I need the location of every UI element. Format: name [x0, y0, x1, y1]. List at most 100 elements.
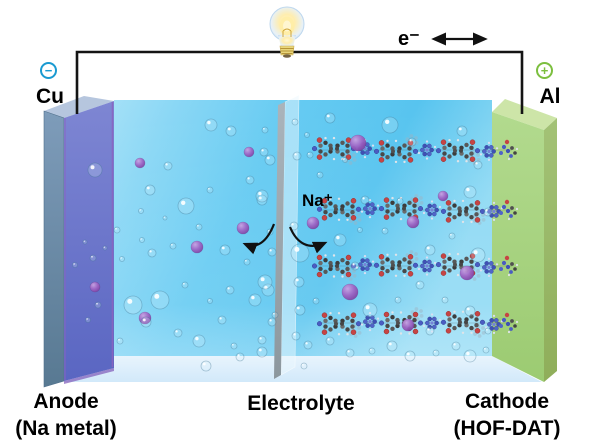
sodium-ion: [89, 281, 101, 293]
sodium-ion: [437, 190, 449, 202]
triazine-linker: [360, 311, 380, 332]
bubble: [119, 256, 125, 262]
bubble: [257, 335, 267, 345]
bubble: [482, 346, 490, 354]
bubble: [181, 281, 189, 289]
light-bulb-icon: [269, 6, 305, 58]
anode-material: (Na metal): [15, 417, 117, 440]
bubble: [381, 116, 399, 134]
bubble: [396, 197, 404, 205]
bubble: [259, 147, 269, 157]
separator: [274, 94, 300, 379]
bubble: [404, 350, 416, 362]
al-current-collector: [544, 118, 557, 382]
triazine-linker: [479, 257, 499, 278]
sodium-ions: [89, 134, 475, 332]
bubble: [463, 349, 477, 363]
electrolyte-sheen: [114, 100, 492, 356]
bubble: [483, 207, 493, 217]
ndi-molecule-unit: [435, 252, 481, 277]
bubble: [139, 237, 145, 243]
anode-top-face: [44, 96, 114, 118]
molecule-end-group: [499, 312, 519, 334]
anode-title: Anode: [33, 390, 99, 413]
bubble: [256, 194, 268, 206]
sodium-ion: [138, 311, 152, 325]
bubble: [324, 112, 336, 124]
electrolyte-bubbles: [72, 112, 493, 372]
na-ion-arrow-left: [242, 223, 276, 255]
bubble: [217, 315, 227, 325]
sodium-ion: [134, 157, 146, 169]
bubble: [144, 184, 156, 196]
bubble: [150, 290, 170, 310]
bubble: [291, 331, 301, 341]
bubble: [432, 349, 440, 357]
circuit-wire: [75, 50, 524, 114]
bubble: [140, 316, 152, 328]
triazine-linker: [417, 140, 437, 160]
bubble: [357, 227, 363, 233]
sodium-ion: [236, 221, 250, 235]
bubble: [342, 157, 348, 163]
bubble: [464, 305, 476, 317]
al-label: Al: [539, 85, 561, 108]
bubble: [271, 311, 279, 319]
bubble: [72, 262, 78, 268]
bubble: [255, 189, 269, 203]
triazine-linker: [484, 201, 504, 222]
ndi-molecule-unit: [316, 312, 362, 336]
sodium-ion: [341, 283, 359, 301]
bubble: [451, 341, 461, 351]
separator-edge: [274, 102, 285, 379]
bubble: [243, 258, 251, 266]
molecule-end-group: [499, 139, 519, 161]
bubble: [113, 226, 121, 234]
ndi-molecule-unit: [378, 196, 424, 221]
bubble: [225, 125, 237, 137]
bubble: [261, 126, 269, 134]
positive-symbol: +: [540, 63, 549, 78]
triazine-linker: [422, 200, 442, 220]
bubble: [256, 346, 268, 358]
bubble: [204, 118, 218, 132]
bubble: [261, 283, 275, 297]
bubble: [292, 151, 302, 161]
sodium-ion: [349, 134, 367, 152]
bubble: [456, 125, 468, 137]
bubble: [350, 261, 360, 271]
bubble: [300, 362, 308, 370]
molecule-end-group: [499, 199, 519, 221]
bubble: [177, 197, 195, 215]
triazine-linker: [422, 313, 442, 333]
bubble: [304, 132, 310, 138]
triazine-linker: [417, 256, 437, 276]
triazine-linker: [360, 198, 380, 219]
hof-dat-molecular-chains: [311, 134, 519, 338]
molecule-end-group: [499, 255, 519, 277]
positive-terminal-icon: +: [536, 62, 553, 79]
bubble: [85, 317, 91, 323]
bubble: [235, 352, 245, 362]
sodium-ion: [243, 146, 255, 158]
bubble: [293, 276, 305, 288]
bubble: [169, 242, 177, 250]
bubble: [484, 327, 492, 335]
bubble: [333, 233, 347, 247]
cu-label: Cu: [36, 85, 64, 108]
anode-slab: [43, 96, 114, 388]
na-ion-arrow-right: [288, 226, 328, 254]
anode-caption: Anode (Na metal): [2, 388, 130, 442]
bubble: [245, 175, 255, 185]
ndi-molecule-unit: [311, 136, 357, 161]
bubble: [267, 247, 277, 257]
bubble: [162, 215, 168, 221]
bubble: [473, 160, 483, 170]
bubble: [257, 274, 273, 290]
triazine-linker: [479, 141, 499, 162]
sodium-ion: [190, 240, 204, 254]
bubble: [441, 296, 449, 304]
ndi-molecule-unit: [316, 197, 362, 221]
bubble: [123, 295, 143, 315]
